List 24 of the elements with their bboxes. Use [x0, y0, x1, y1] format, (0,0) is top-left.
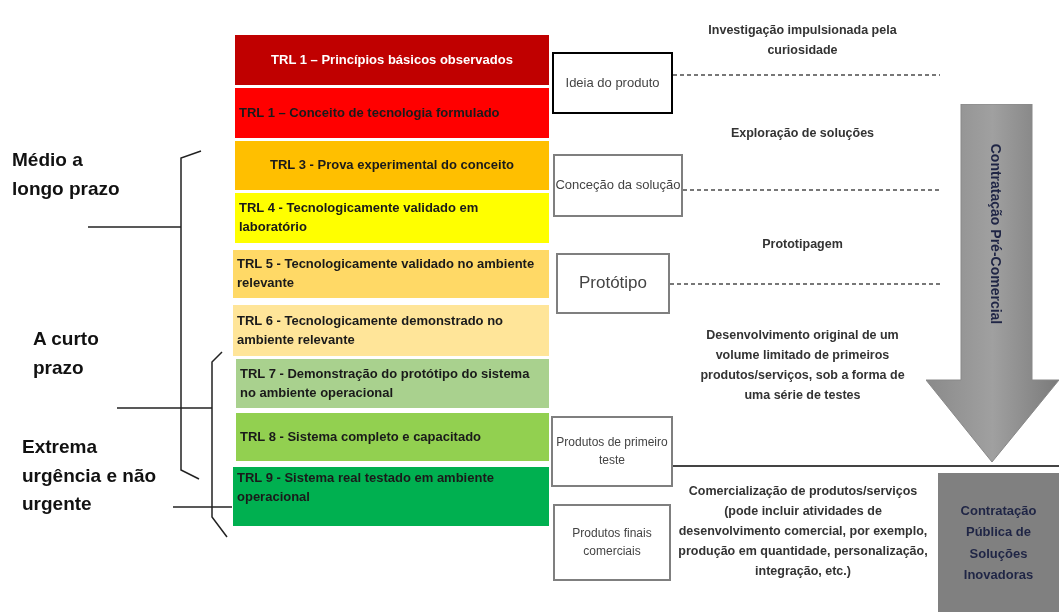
stage-description: Desenvolvimento original de um volume limitado de primeiros produtos/serviços, sob a forma de uma série de testes	[699, 327, 906, 404]
stage-description: Prototipagem	[761, 236, 844, 253]
trl-level-bar: TRL 1 – Princípios básicos observados	[235, 35, 549, 85]
trl-level-bar: TRL 1 – Conceito de tecnologia formulado	[235, 88, 549, 138]
stage-description: Exploração de soluções	[729, 125, 876, 142]
trl-level-bar: TRL 6 - Tecnologicamente demonstrado no ambiente relevante	[233, 305, 549, 356]
timeframe-label: A curto prazo	[33, 327, 100, 380]
stage-box: Conceção da solução	[553, 154, 683, 217]
trl-level-bar: TRL 4 - Tecnologicamente validado em laboratório	[235, 193, 549, 243]
down-arrow: Contratação Pré-Comercial	[926, 104, 1059, 462]
trl-level-bar: TRL 8 - Sistema completo e capacitado	[236, 413, 549, 461]
timeframe-label: Extrema urgência e não urgente	[22, 435, 158, 516]
stage-box: Produtos finais comerciais	[553, 504, 671, 581]
procurement-box: Contratação Pública de Soluções Inovadoras	[938, 473, 1059, 612]
timeframe-label: Médio a longo prazo	[12, 148, 121, 201]
stage-description: Comercialização de produtos/serviços (pode incluir atividades de desenvolvimento comercial, por exemplo, produção em quantidade, personalização, integração, etc.)	[678, 483, 928, 580]
trl-level-bar: TRL 9 - Sistema real testado em ambiente operacional	[233, 467, 549, 526]
stage-box: Ideia do produto	[552, 52, 673, 114]
trl-level-bar: TRL 3 - Prova experimental do conceito	[235, 141, 549, 190]
trl-level-bar: TRL 7 - Demonstração do protótipo do sistema no ambiente operacional	[236, 359, 549, 408]
stage-box: Protótipo	[556, 253, 670, 314]
stage-description: Investigação impulsionada pela curiosidade	[707, 22, 898, 59]
trl-level-bar: TRL 5 - Tecnologicamente validado no ambiente relevante	[233, 250, 549, 298]
stage-box: Produtos de primeiro teste	[551, 416, 673, 487]
